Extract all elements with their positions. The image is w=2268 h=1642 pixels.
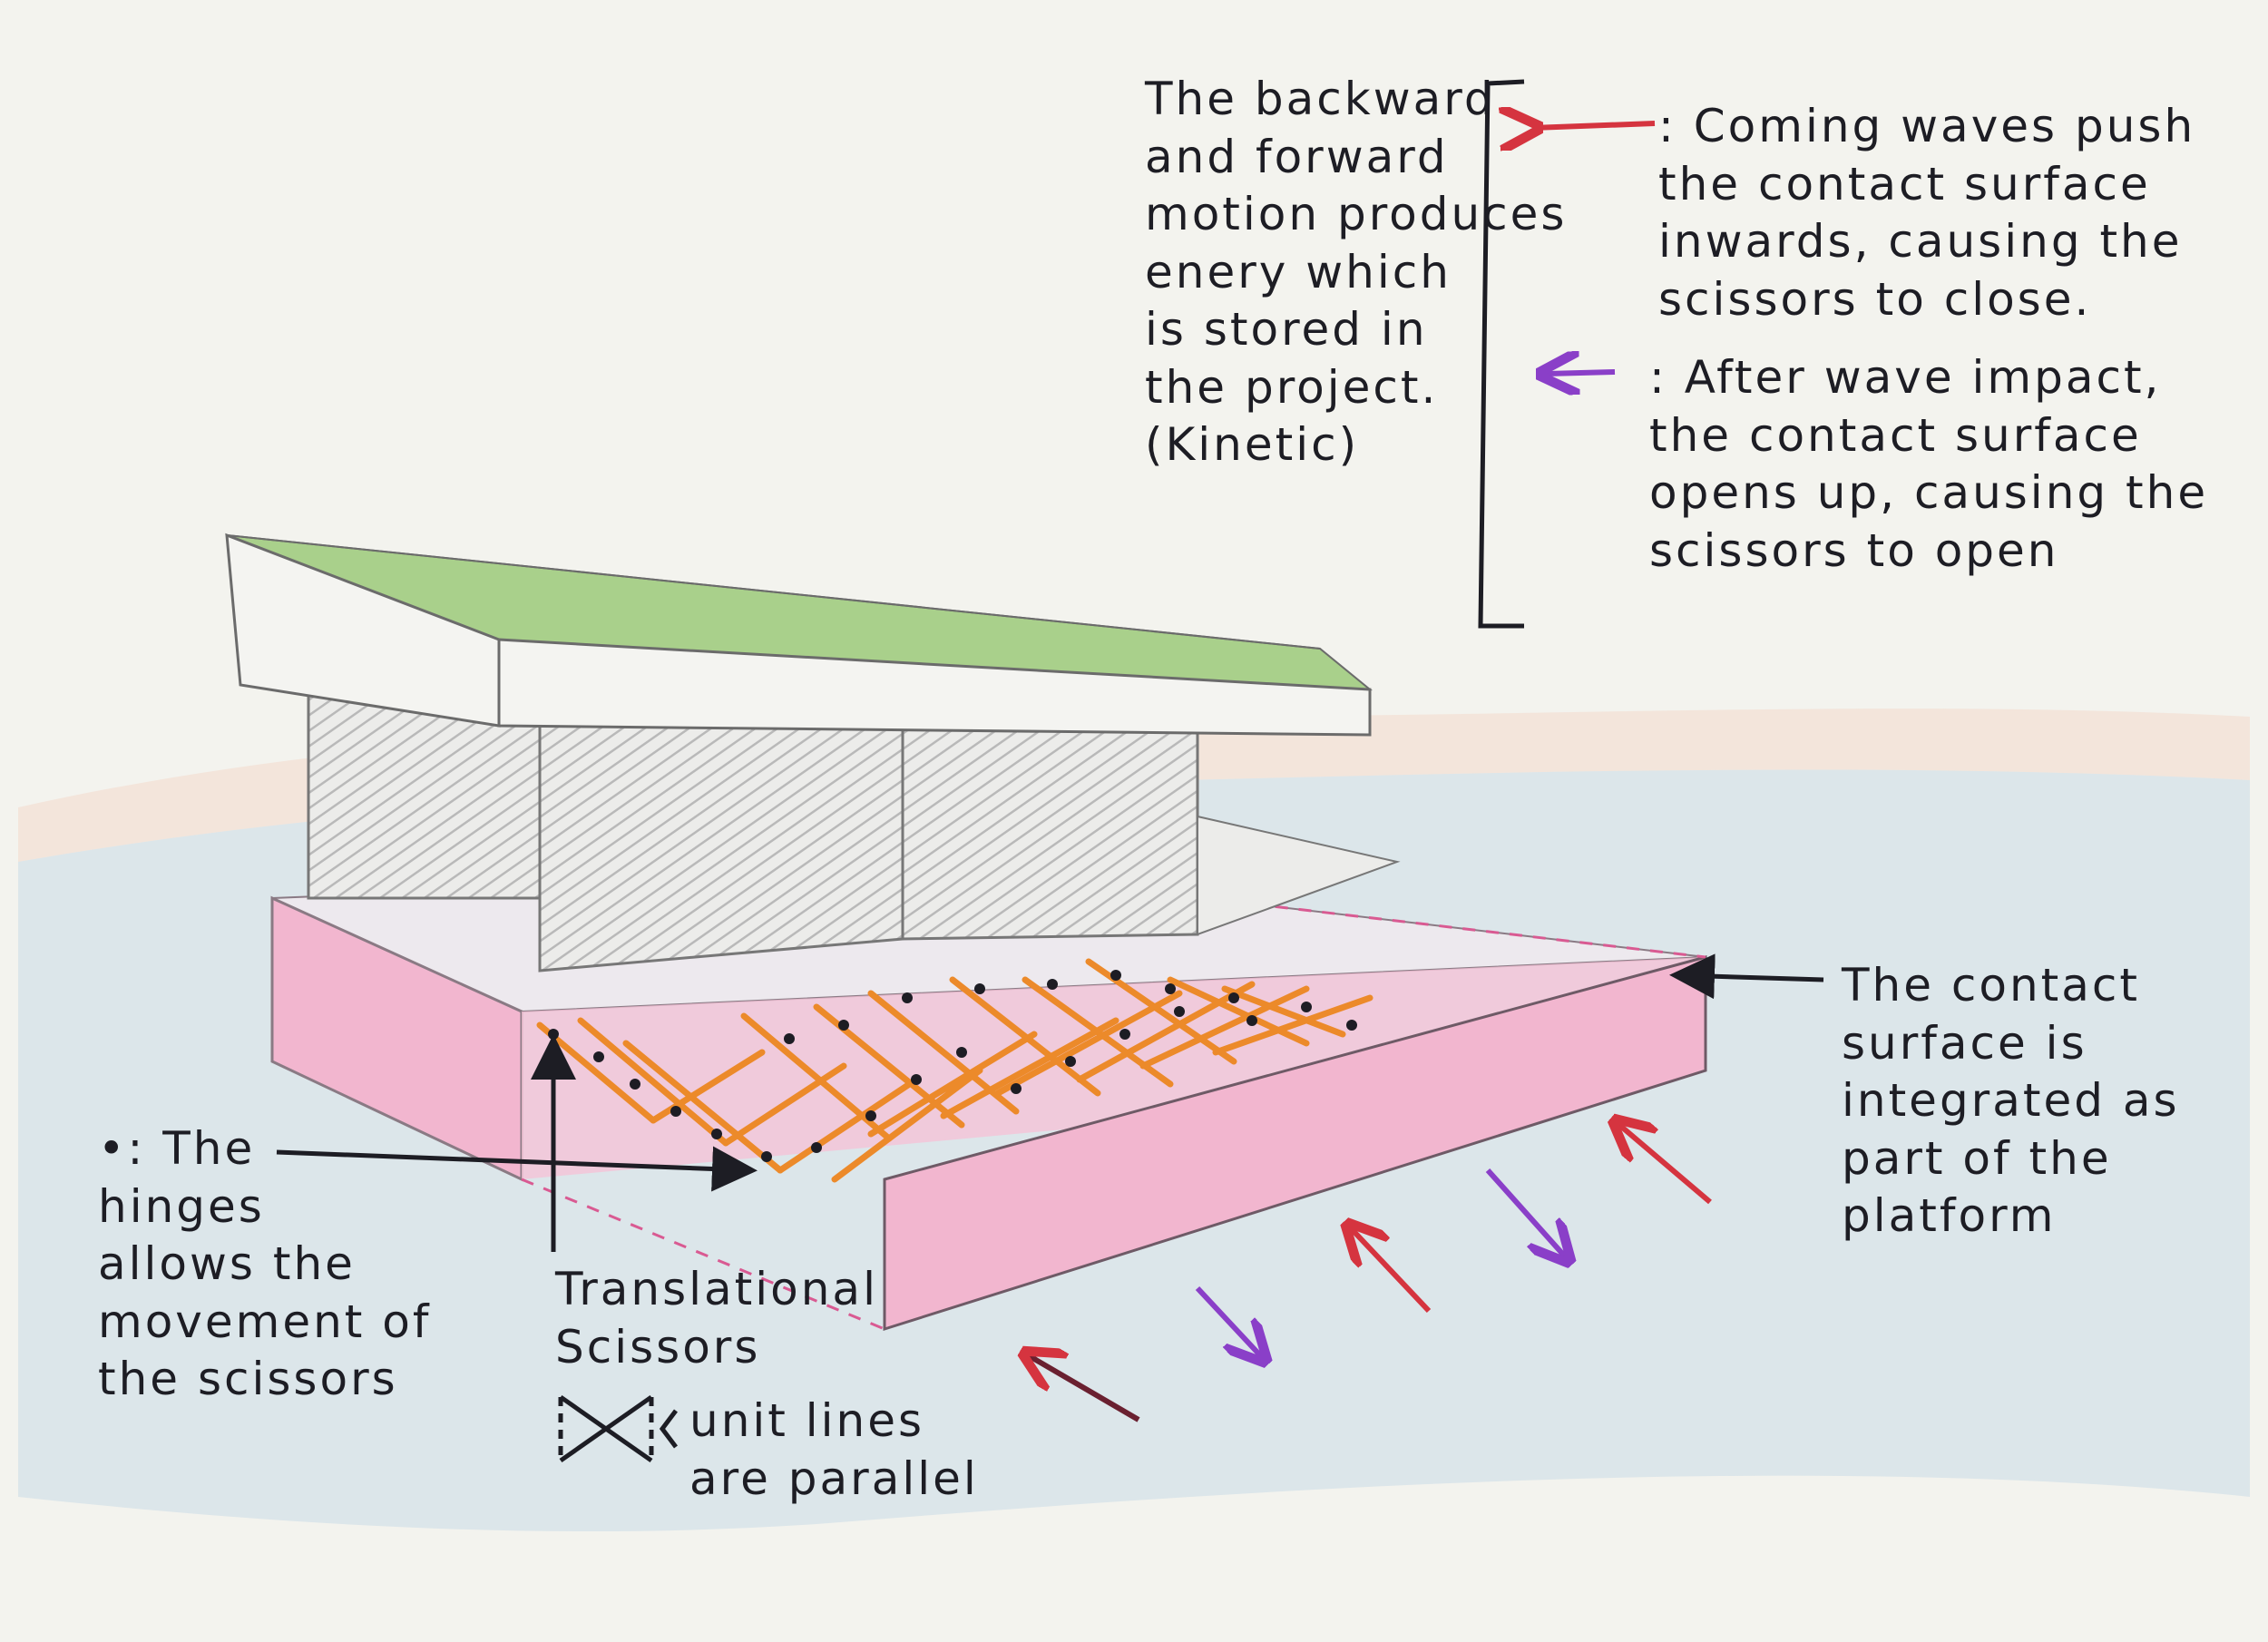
purple-arrow-icon <box>1195 1285 1261 1356</box>
hinge-dot-icon <box>593 1051 604 1062</box>
hinge-dot-icon <box>811 1142 822 1153</box>
hinge-dot-icon <box>784 1033 795 1044</box>
hinge-dot-icon <box>974 983 985 994</box>
scissor-unit-icon <box>558 1394 678 1463</box>
hinges-leader <box>276 1146 758 1192</box>
note-bracket <box>1478 79 1525 629</box>
hinge-dot-icon <box>1346 1020 1357 1031</box>
red-arrow-icon <box>1352 1229 1432 1314</box>
hinge-dot-icon <box>548 1029 559 1040</box>
hinge-dot-icon <box>1165 983 1176 994</box>
translational-scissors-grid <box>536 958 1374 1183</box>
hinge-dot-icon <box>902 992 913 1003</box>
hinge-dot-icon <box>911 1074 922 1085</box>
hinge-dot-icon <box>1065 1056 1076 1067</box>
hinge-dot-icon <box>630 1079 640 1090</box>
purple-arrow-icon <box>1485 1168 1565 1256</box>
red-arrow-icon <box>1030 1356 1140 1422</box>
incoming-wave-note: : Coming waves push the contact surface … <box>1658 100 2196 326</box>
hinges-note: •: The hinges allows the movement of the… <box>98 1122 432 1405</box>
unit-lines-note: unit lines are parallel <box>689 1394 979 1505</box>
hinge-dot-icon <box>1047 979 1058 990</box>
purple-arrow-icon <box>1547 372 1616 374</box>
contact-surface-leader <box>1669 953 1824 1000</box>
green-roof <box>225 533 1374 737</box>
outgoing-wave-arrows <box>1195 372 1616 1356</box>
hinge-dot-icon <box>1119 1029 1130 1040</box>
hinge-dot-icon <box>1110 970 1121 981</box>
hinge-dot-icon <box>1301 1002 1312 1012</box>
hinge-dot-icon <box>761 1151 772 1162</box>
hinge-dot-icon <box>1246 1015 1257 1026</box>
floating-platform <box>270 869 1707 1332</box>
hinge-dot-icon <box>838 1020 849 1031</box>
red-arrow-icon <box>1532 123 1656 128</box>
hinge-dot-icon <box>1228 992 1239 1003</box>
contact-surface-note: The contact surface is integrated as par… <box>1842 959 2180 1242</box>
hinge-dot-icon <box>956 1047 967 1058</box>
hinge-dot-icon <box>711 1129 722 1139</box>
hinge-dot-icon <box>670 1106 681 1117</box>
red-arrow-icon <box>1619 1125 1712 1205</box>
incoming-wave-arrows <box>1030 123 1712 1422</box>
translational-scissors-label: Translational Scissors <box>555 1263 878 1373</box>
kinetic-energy-note: The backward and forward motion produces… <box>1145 73 1568 471</box>
hinge-dot-icon <box>865 1110 876 1121</box>
hinge-dot-icon <box>1011 1083 1022 1094</box>
leader-lines <box>276 79 1824 1252</box>
outgoing-wave-note: : After wave impact, the contact surface… <box>1649 351 2209 577</box>
hinge-dot-icon <box>1174 1006 1185 1017</box>
